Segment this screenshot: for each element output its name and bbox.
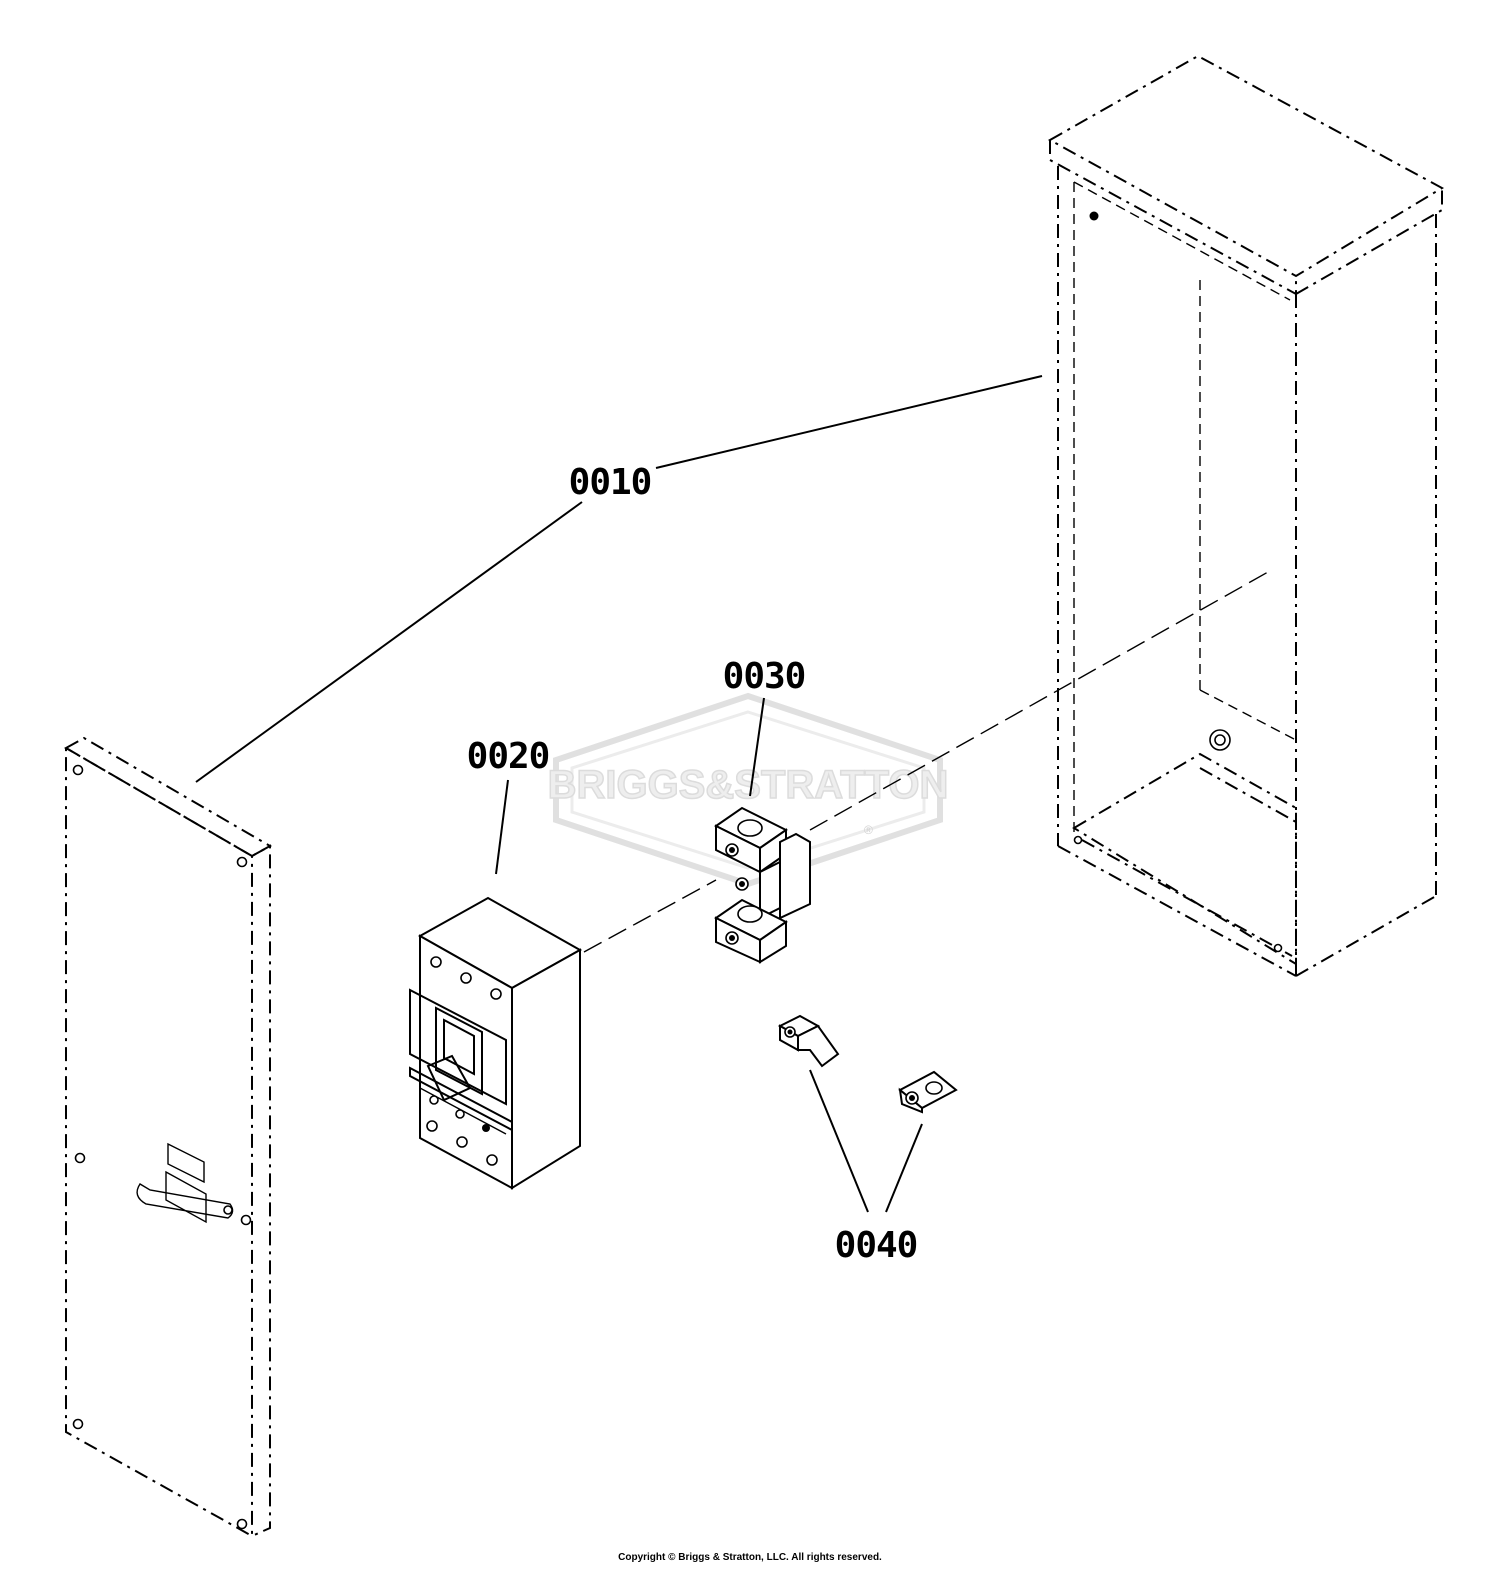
callout-0020: 0020 — [467, 736, 550, 777]
callout-0030: 0030 — [723, 656, 806, 697]
watermark-text: BRIGGS&STRATTON — [548, 763, 949, 807]
leader-lines — [195, 375, 1043, 1213]
circuit-breaker — [409, 896, 583, 1190]
briggs-stratton-watermark: BRIGGS&STRATTON ® — [547, 692, 949, 888]
cover-panel — [63, 736, 273, 1538]
enclosure-box — [1047, 54, 1445, 977]
small-lug-right — [898, 1070, 958, 1114]
assembly-center-line — [583, 571, 1269, 953]
callout-0040: 0040 — [835, 1225, 918, 1266]
watermark-registered-mark: ® — [864, 823, 873, 837]
callout-0010: 0010 — [569, 462, 652, 503]
lug-assembly — [714, 806, 811, 964]
small-lug-left — [777, 1014, 840, 1068]
copyright-notice: Copyright © Briggs & Stratton, LLC. All … — [618, 1552, 882, 1563]
